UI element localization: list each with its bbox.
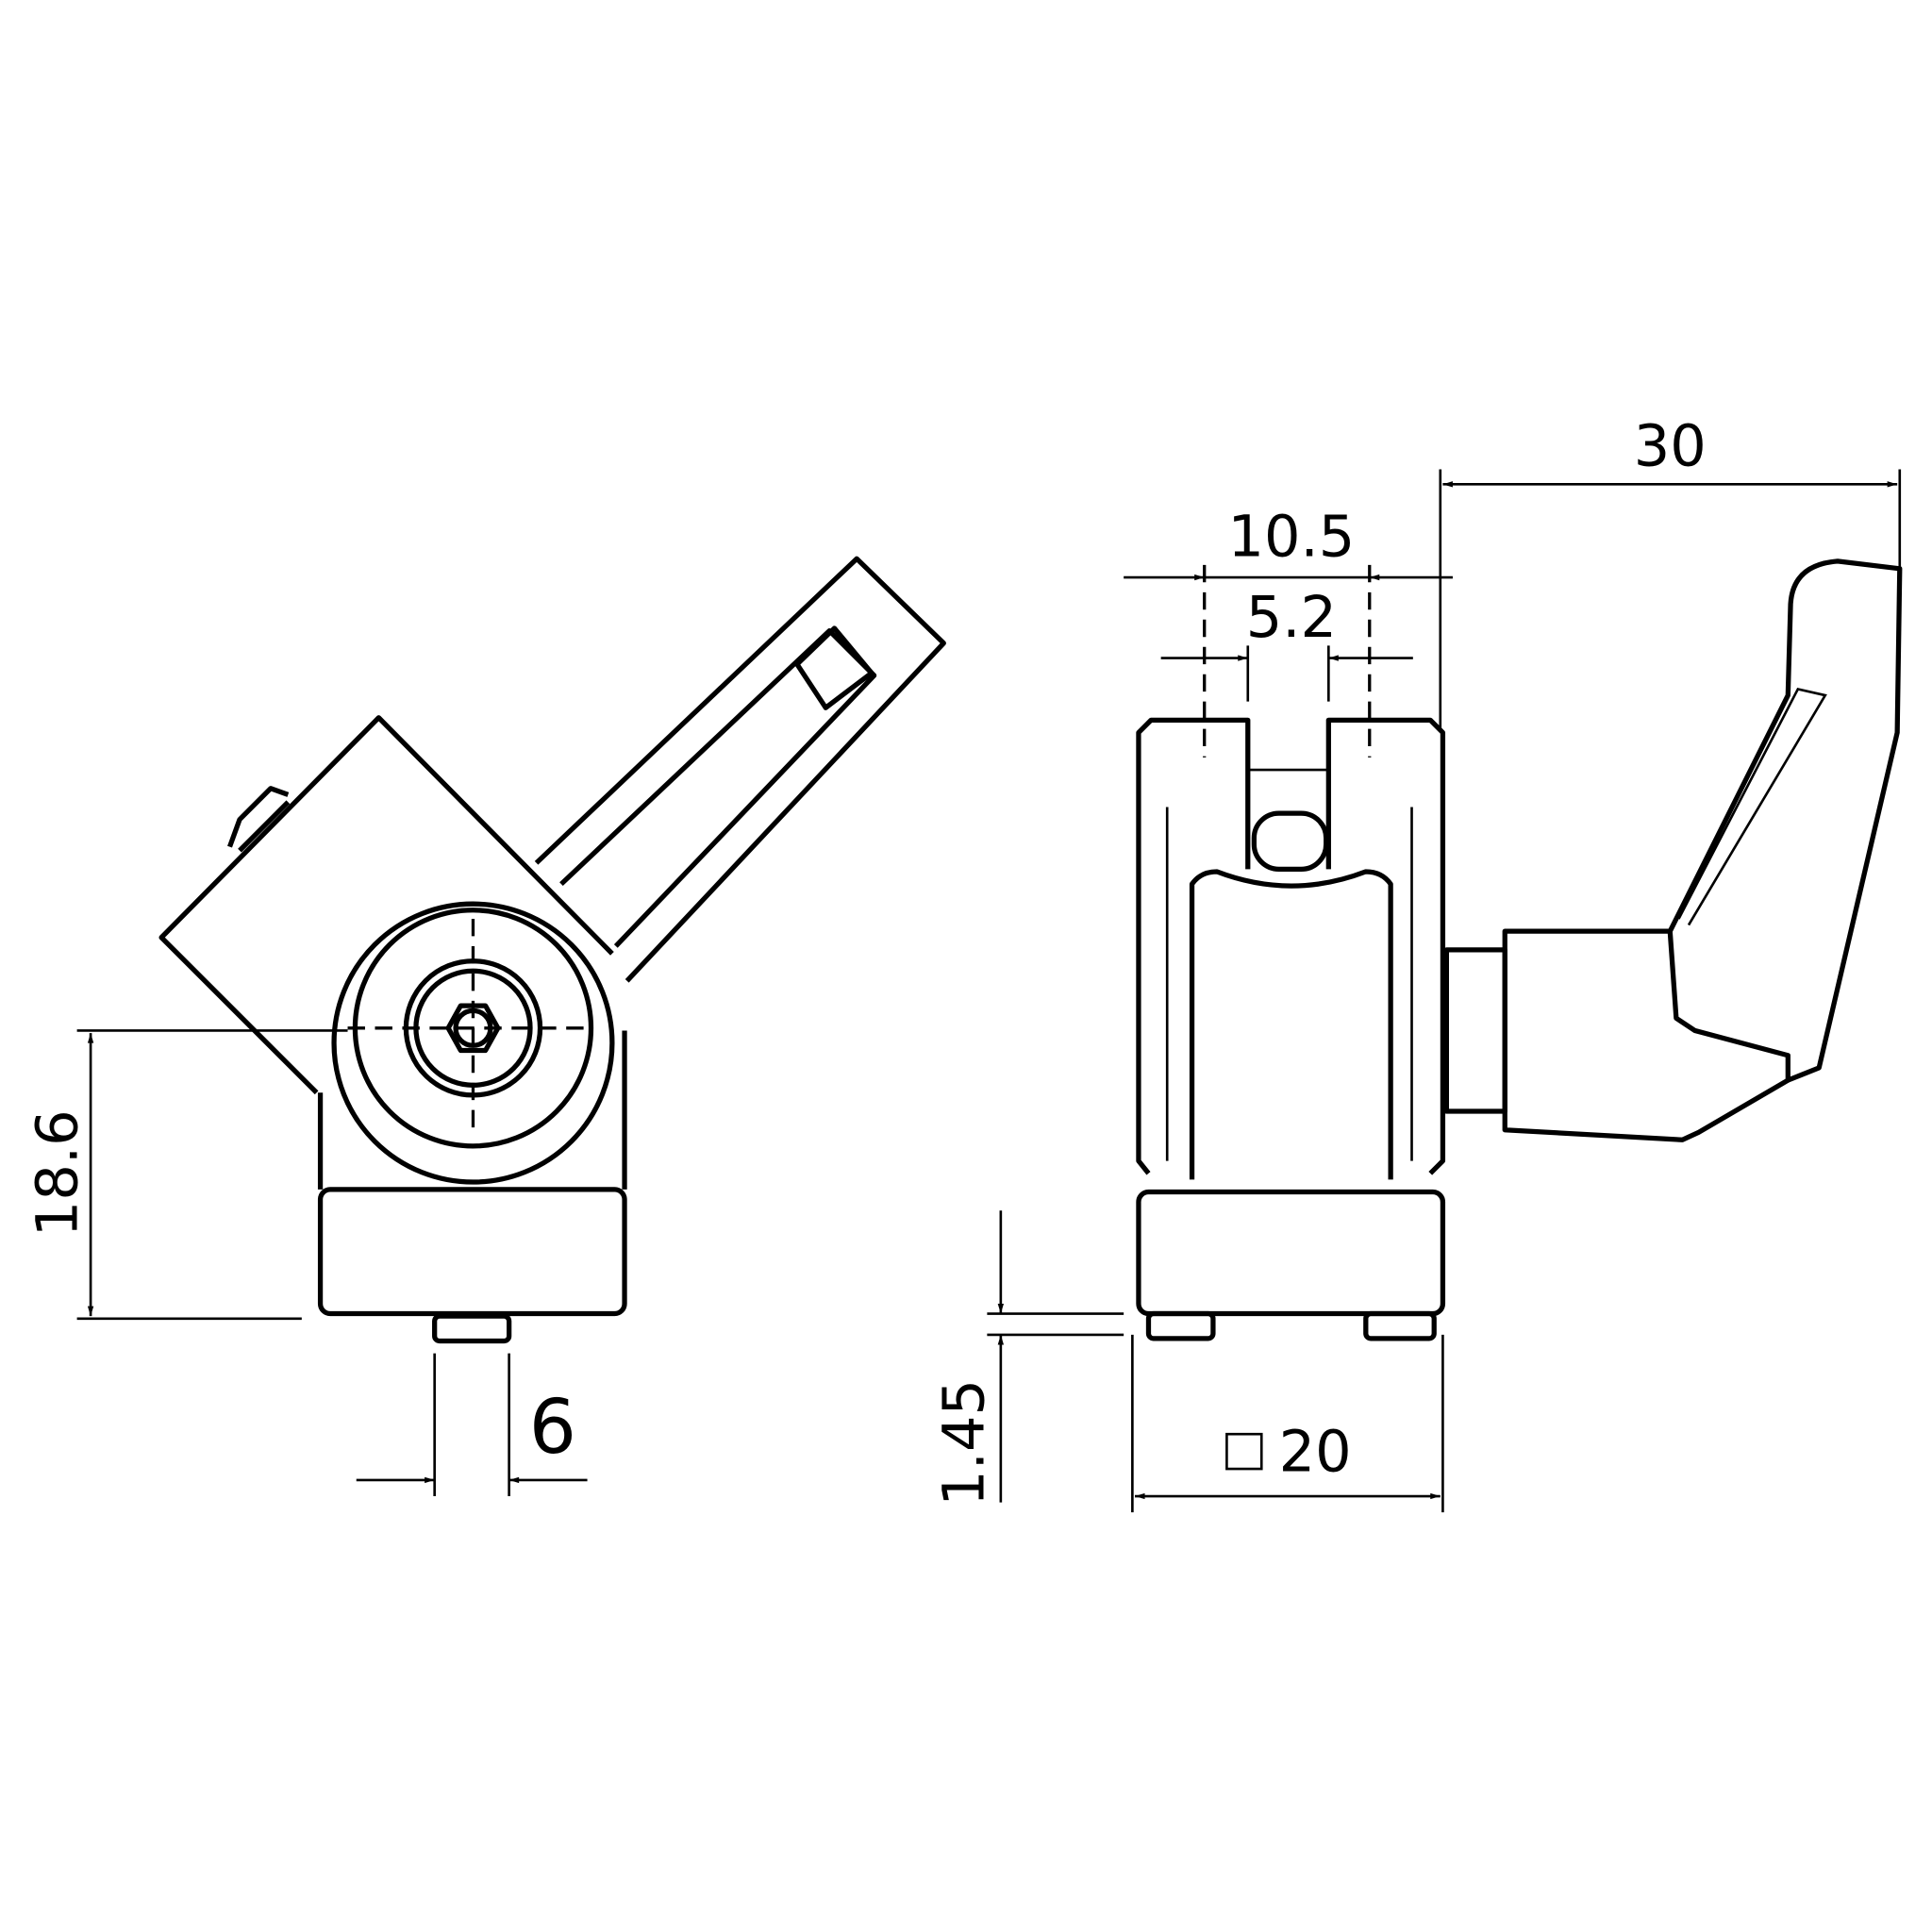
handle-shaft (1443, 947, 1507, 1114)
dim-20-extensions (1131, 1334, 1444, 1513)
dim-30-extensions (1439, 469, 1902, 733)
dim-20-label: 20 (1279, 1420, 1352, 1486)
foot-right (1363, 1310, 1437, 1341)
front-view: 30 10.5 5.2 20 1.45 (931, 414, 1903, 1513)
body-inner-channel (1189, 869, 1393, 1180)
center-pin (1251, 810, 1329, 872)
dim-10-5-extensions (1203, 564, 1372, 758)
dim-18-6-extensions (76, 1029, 348, 1321)
dim-1-45-extensions (987, 1312, 1124, 1337)
dim-6-label: 6 (529, 1384, 576, 1471)
lever-slot (559, 627, 877, 948)
dim-6-extensions (433, 1353, 510, 1497)
square-symbol-icon (1225, 1432, 1263, 1471)
side-view: 18.6 6 (25, 556, 946, 1497)
dim-5-2-extensions (1246, 645, 1330, 702)
rotated-block (158, 715, 614, 1095)
hinge-outer (331, 901, 615, 1185)
lever-arm (534, 556, 946, 983)
dim-18-6-label: 18.6 (25, 1109, 92, 1237)
base-sides (317, 1030, 627, 1190)
block-tab (227, 786, 291, 853)
dim-30-label: 30 (1634, 414, 1707, 480)
body-outline (1136, 717, 1446, 1175)
bottom-block (1136, 1189, 1446, 1317)
dim-1-45-label: 1.45 (931, 1379, 997, 1507)
handle-hub (1502, 928, 1790, 1142)
lever-edge (1677, 687, 1827, 926)
foot-left (1145, 1310, 1216, 1341)
handle-lever (1667, 558, 1903, 1083)
dim-10-5-label: 10.5 (1227, 505, 1355, 571)
dim-5-2-label: 5.2 (1246, 585, 1337, 651)
center-lines (347, 918, 584, 1137)
base-block (317, 1187, 627, 1317)
stud (432, 1313, 512, 1344)
slot-pin (794, 625, 874, 710)
inner-grooves (1165, 768, 1413, 1161)
